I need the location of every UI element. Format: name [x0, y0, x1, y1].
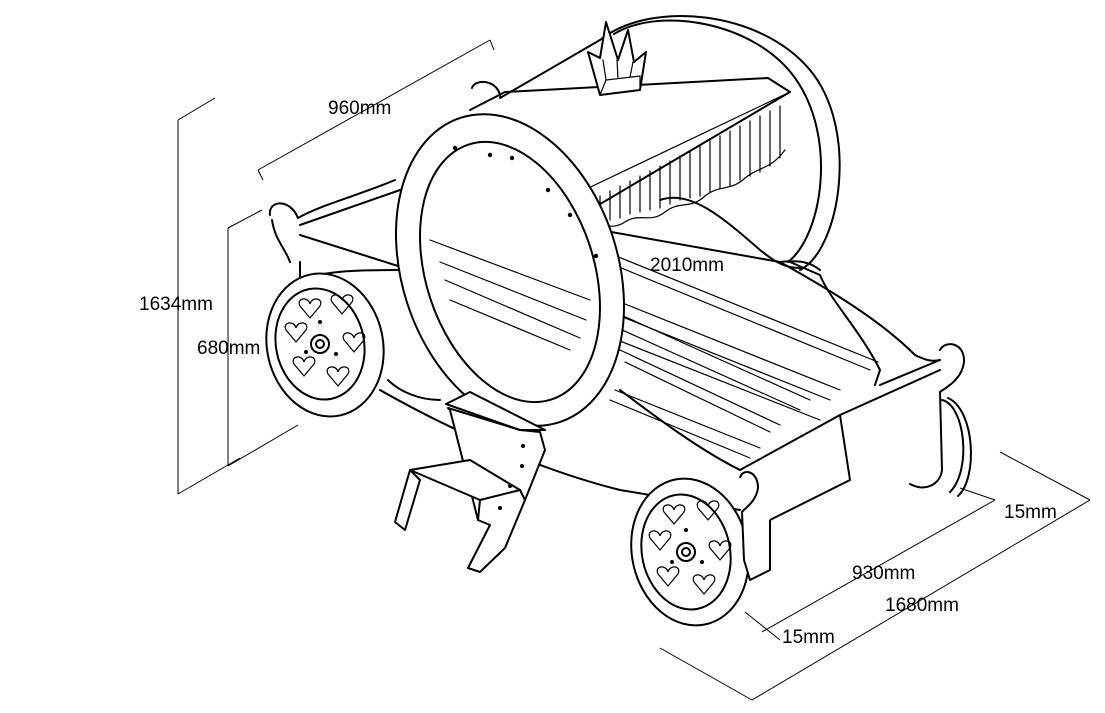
- label-total-length: 1680mm: [885, 595, 959, 616]
- label-total-height: 1634mm: [139, 294, 213, 315]
- dimension-lines: [177, 39, 1091, 701]
- right-wheel: [630, 477, 750, 627]
- left-wheel: [265, 272, 385, 418]
- ladder-steps: [394, 391, 546, 573]
- front-hoop: [395, 113, 625, 427]
- label-inner-length: 2010mm: [650, 255, 724, 276]
- crown-ornament: [587, 21, 647, 96]
- label-bed-height: 680mm: [197, 338, 260, 359]
- label-inner-width: 930mm: [852, 563, 915, 584]
- label-wall-thickness-back: 15mm: [1004, 502, 1057, 523]
- dimension-labels: 960mm 1634mm 680mm 2010mm 15mm 930mm 168…: [139, 98, 1057, 648]
- rear-right-wheel: [941, 397, 972, 497]
- label-top-width: 960mm: [328, 98, 391, 119]
- label-wall-thickness-front: 15mm: [782, 627, 835, 648]
- front-foot-panel: [739, 471, 771, 581]
